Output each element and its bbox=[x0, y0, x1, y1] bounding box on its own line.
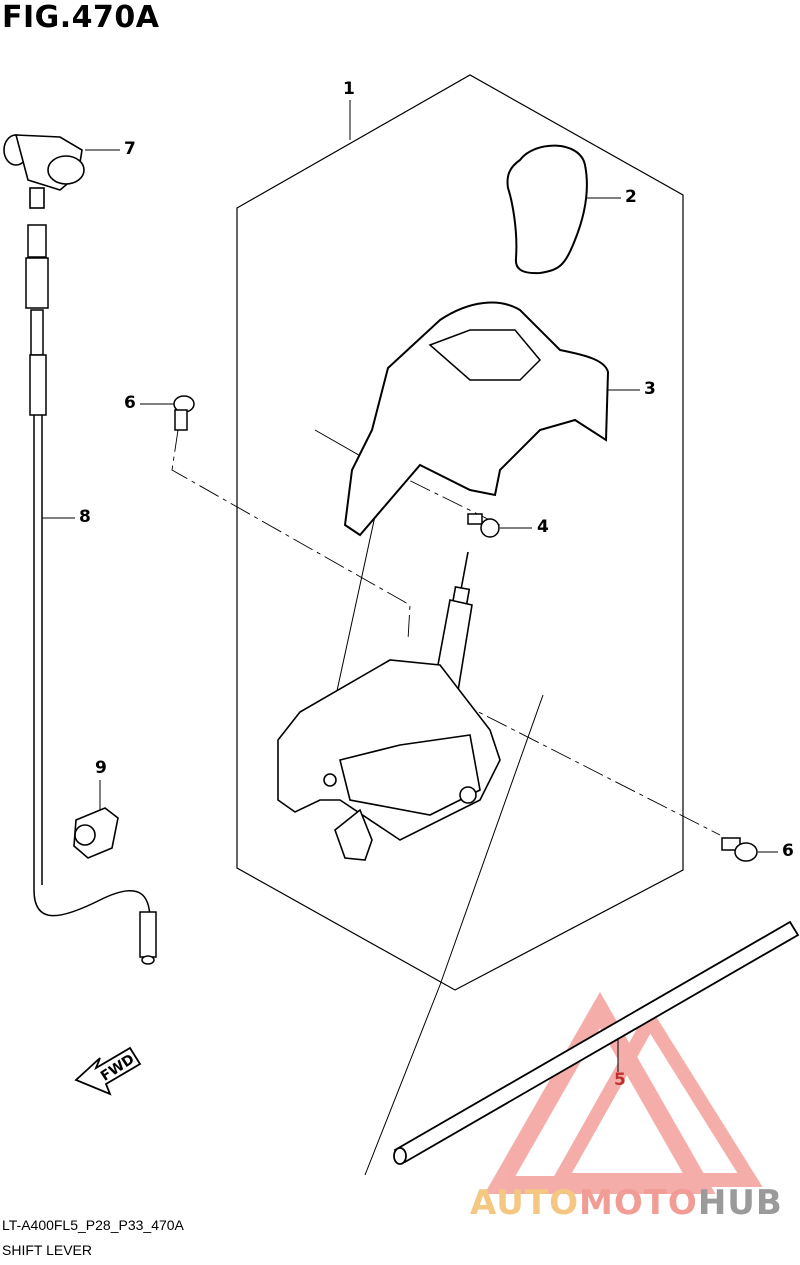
cable-clamp-icon bbox=[73, 807, 119, 859]
diagram-caption: SHIFT LEVER bbox=[2, 1242, 92, 1258]
callout-9: 9 bbox=[95, 758, 107, 778]
callout-6b: 6 bbox=[782, 841, 794, 861]
callout-1: 1 bbox=[343, 79, 355, 99]
callout-5: 5 bbox=[614, 1070, 626, 1090]
callout-3: 3 bbox=[644, 379, 656, 399]
leader-lines bbox=[42, 100, 778, 1072]
bolt-icon bbox=[721, 837, 758, 862]
callout-7: 7 bbox=[124, 139, 136, 159]
shift-knob-icon bbox=[506, 144, 588, 275]
watermark-part3: HUB bbox=[697, 1183, 783, 1223]
bolt-icon bbox=[173, 395, 195, 431]
fwd-arrow-icon: FWD bbox=[74, 1046, 142, 1096]
screw-icon bbox=[467, 513, 500, 538]
cable-holder-icon bbox=[3, 134, 85, 209]
watermark-text: AUTOMOTOHUB bbox=[470, 1183, 783, 1223]
assembly-outline bbox=[236, 74, 684, 991]
watermark-part1: AUTO bbox=[470, 1183, 579, 1223]
callout-8: 8 bbox=[79, 507, 91, 527]
callout-2: 2 bbox=[625, 187, 637, 207]
shift-rod-icon bbox=[393, 920, 800, 1165]
callout-4: 4 bbox=[537, 517, 549, 537]
shift-lever-cover-icon bbox=[343, 301, 610, 537]
diagram-code: LT-A400FL5_P28_P33_470A bbox=[2, 1217, 184, 1233]
shift-cable-icon bbox=[25, 224, 157, 965]
watermark-part2: MOTO bbox=[578, 1183, 698, 1223]
figure-title: FIG.470A bbox=[2, 0, 160, 35]
callout-6: 6 bbox=[124, 393, 136, 413]
watermark-logo-icon bbox=[484, 991, 763, 1194]
shift-lever-assembly-icon bbox=[277, 551, 501, 861]
